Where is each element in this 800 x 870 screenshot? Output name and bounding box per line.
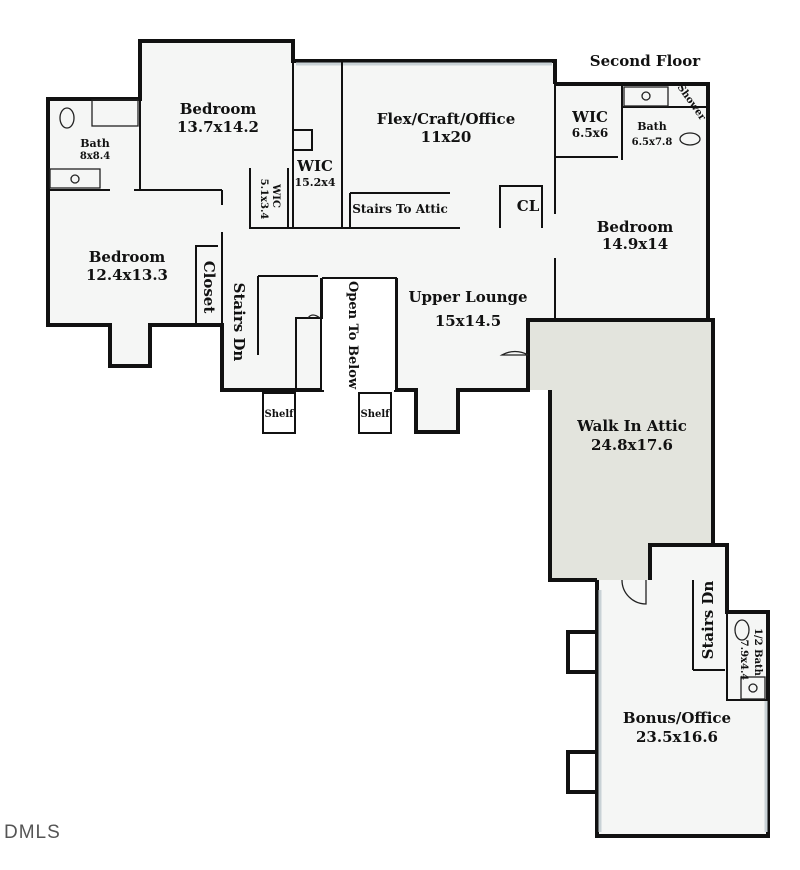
lounge-door [499,350,529,356]
room-half-bath-size: 7.9x4.4 [738,640,749,681]
exterior-wall-attic [548,390,597,582]
room-bonus-size: 23.5x16.6 [636,728,718,746]
room-bath-w-name: Bath [80,137,110,150]
sink-half-icon [748,683,758,693]
open-below-wall [322,277,397,390]
room-stairs-dn-1: Stairs Dn [230,283,248,362]
vanity-half-icon [740,676,766,700]
exterior-wall-east [555,82,710,320]
room-bedroom-nw-size: 13.7x14.2 [177,118,259,136]
exterior-wall-main [46,39,557,392]
vanity-w-icon [49,168,101,189]
toilet-w-icon [59,107,75,129]
rail-curve [307,314,321,319]
walk-in-attic-area [528,320,713,580]
open-below-rail [295,278,323,390]
room-bedroom-w-name: Bedroom [89,248,166,266]
shelf-1-label: Shelf [265,409,295,420]
room-closet: Closet [200,261,218,314]
room-wic-ne-size: 6.5x6 [572,126,608,140]
sink-w-icon [70,174,80,184]
room-bonus-name: Bonus/Office [623,709,731,727]
room-bath-ne-name: Bath [637,120,667,133]
room-wic-small-name: WIC [270,183,281,208]
vanity-ne-icon [623,86,669,107]
room-stairs-dn-2: Stairs Dn [699,581,717,660]
cl-walls [499,185,543,228]
toilet-ne-icon [679,132,701,146]
open-to-below-area [322,278,396,390]
main-floor-area [48,41,708,432]
room-wic-small-size: 5.1x3.4 [258,179,269,220]
room-bedroom-nw-name: Bedroom [180,100,257,118]
room-wic-main-size: 15.2x4 [294,176,335,189]
room-bedroom-e-size: 14.9x14 [602,235,668,253]
watermark-logo: DMLS [4,822,61,843]
room-cl: CL [517,197,540,215]
room-walk-in-attic-name: Walk In Attic [576,417,687,435]
bonus-bump-1 [566,630,597,674]
toilet-half-icon [734,619,750,641]
room-walk-in-attic-size: 24.8x17.6 [591,436,673,454]
room-bedroom-e-name: Bedroom [597,218,674,236]
closet-wall [195,245,218,325]
room-bath-w-size: 8x8.4 [80,151,110,162]
room-upper-lounge-name: Upper Lounge [408,288,527,306]
room-bedroom-w-size: 12.4x13.3 [86,266,168,284]
shelf-1-box [262,392,296,434]
bonus-area [597,545,768,836]
exterior-wall-bonus [595,543,770,838]
room-flex-name: Flex/Craft/Office [377,110,516,128]
bonus-door [621,579,647,605]
title-label: Second Floor [590,52,701,70]
room-wic-ne-name: WIC [571,108,608,126]
sink-ne-icon [641,91,651,101]
room-open-below: Open To Below [345,281,360,390]
room-stairs-attic: Stairs To Attic [352,202,448,216]
wic-door [293,129,313,151]
room-upper-lounge-size: 15x14.5 [435,312,501,330]
room-half-bath-name: 1/2 Bath [752,628,763,677]
shelf-2-label: Shelf [361,409,391,420]
room-flex-size: 11x20 [421,128,472,146]
room-bath-ne-size: 6.5x7.8 [632,137,673,148]
bonus-bump-2 [566,750,597,794]
wall-wic-s [249,168,460,229]
room-wic-main-name: WIC [296,157,333,175]
half-bath-walls [726,612,768,701]
bathtub-icon [91,99,139,127]
shelf-2-box [358,392,392,434]
